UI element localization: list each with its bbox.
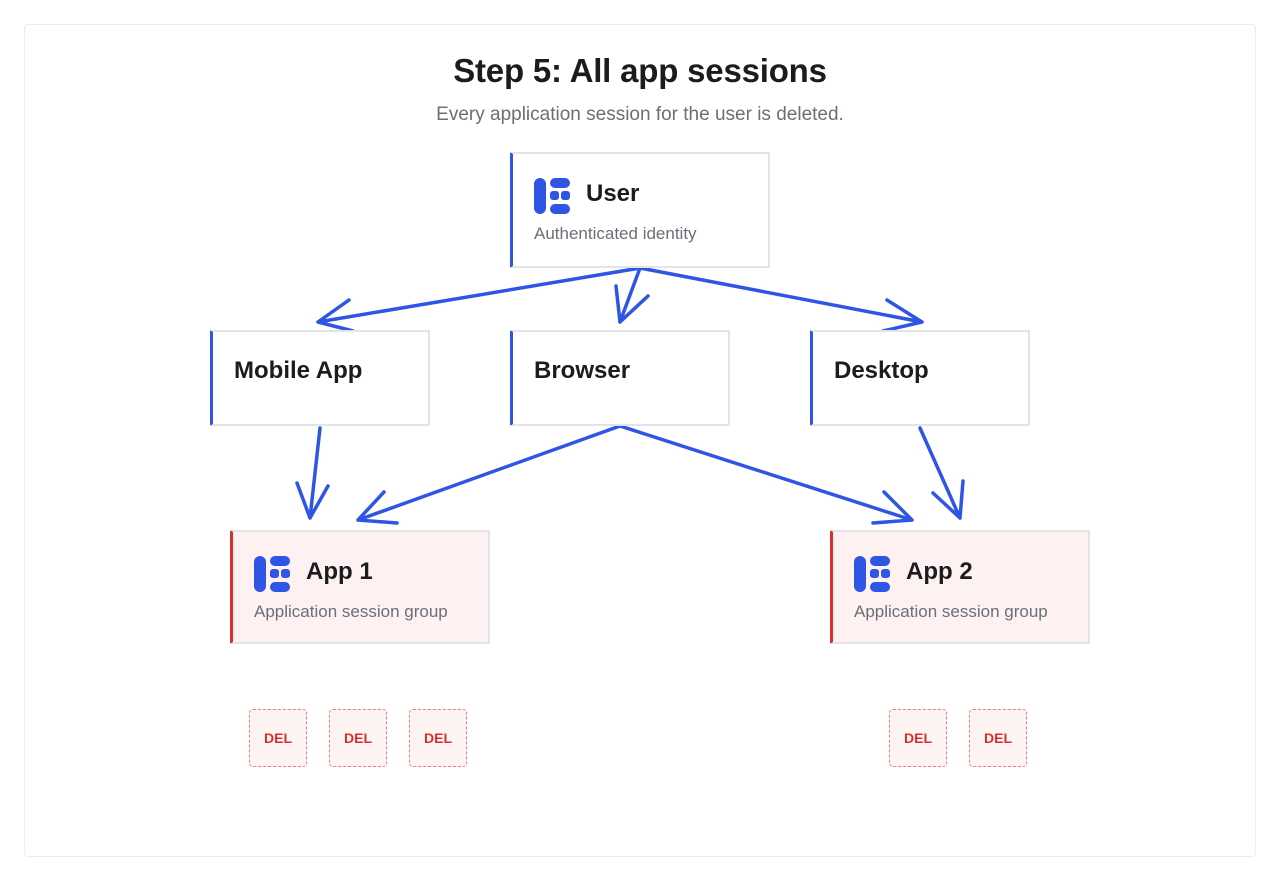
deleted-session-badge: DEL xyxy=(969,709,1027,767)
stack-icon xyxy=(534,178,570,214)
stack-icon xyxy=(254,556,290,592)
node-user-subtitle: Authenticated identity xyxy=(534,224,697,243)
node-browser[interactable]: Browser xyxy=(510,330,730,426)
node-user[interactable]: User Authenticated identity xyxy=(510,152,770,268)
diagram-subtitle: Every application session for the user i… xyxy=(436,104,844,125)
edge-browser-app1 xyxy=(356,424,622,525)
node-desktop-title: Desktop xyxy=(834,357,929,384)
node-app-1-subtitle: Application session group xyxy=(254,602,448,621)
deleted-session-badge: DEL xyxy=(249,709,307,767)
edge-desktop-app2 xyxy=(918,426,965,520)
deleted-session-badge: DEL xyxy=(889,709,947,767)
edge-browser-app2 xyxy=(618,424,914,525)
node-app-2-title: App 2 xyxy=(906,558,973,585)
node-app-2-subtitle: Application session group xyxy=(854,602,1048,621)
node-desktop[interactable]: Desktop xyxy=(810,330,1030,426)
edge-mobile-app1 xyxy=(295,426,330,520)
node-browser-title: Browser xyxy=(534,357,631,384)
edge-user-mobile xyxy=(316,266,642,333)
node-mobile-app-title: Mobile App xyxy=(234,357,363,384)
deleted-session-badge: DEL xyxy=(329,709,387,767)
node-user-title: User xyxy=(586,180,640,207)
node-mobile-app[interactable]: Mobile App xyxy=(210,330,430,426)
diagram-title: Step 5: All app sessions xyxy=(453,52,827,89)
node-app-2[interactable]: App 2 Application session group xyxy=(830,530,1090,644)
edge-user-desktop xyxy=(638,266,924,333)
node-app-1[interactable]: App 1 Application session group xyxy=(230,530,490,644)
node-app-1-title: App 1 xyxy=(306,558,373,585)
stack-icon xyxy=(854,556,890,592)
edge-user-browser xyxy=(614,266,650,324)
deleted-session-badge: DEL xyxy=(409,709,467,767)
